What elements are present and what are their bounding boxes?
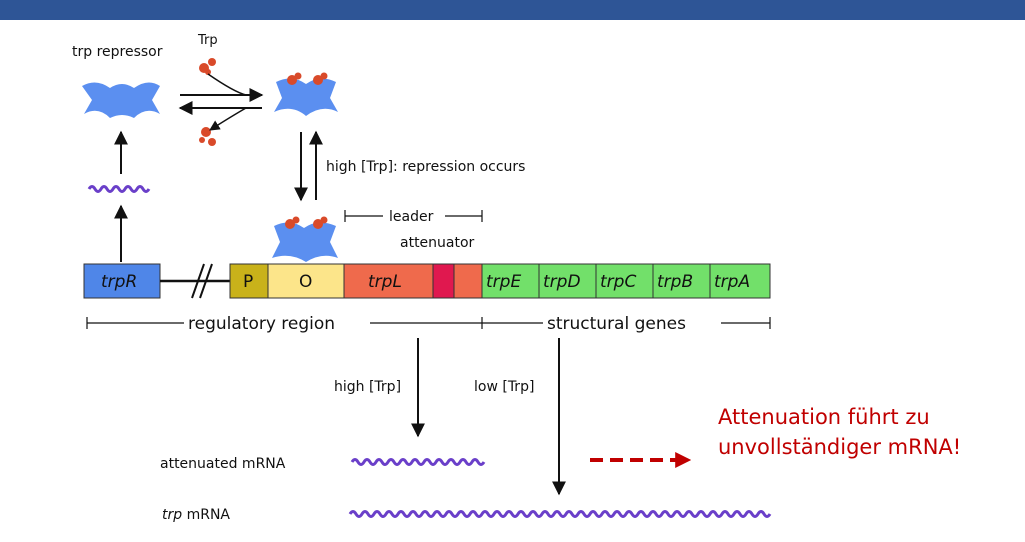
gene-label-trpB: trpB	[657, 272, 693, 292]
trp-molecule-out	[199, 127, 216, 146]
trp-mrna-label-rest: mRNA	[182, 507, 230, 523]
gene-box-trpB	[652, 263, 711, 299]
gene-label-O: O	[299, 272, 312, 292]
gene-box-trpD	[538, 263, 597, 299]
trp-label: Trp	[197, 33, 218, 48]
trp-out-curve	[209, 107, 247, 131]
structural-genes-label: structural genes	[547, 314, 686, 334]
regulatory-region-label: regulatory region	[188, 314, 335, 334]
gene-box-trpR	[83, 263, 161, 299]
trp-mrna-label-italic: trp	[162, 507, 182, 523]
repression-label: high [Trp]: repression occurs	[326, 159, 525, 175]
gene-label-trpC: trpC	[600, 272, 636, 292]
gene-box-P	[229, 263, 269, 299]
gene-label-trpD: trpD	[543, 272, 581, 292]
low-trp-label: low [Trp]	[474, 379, 534, 395]
dna-break-2	[199, 263, 213, 299]
leader-label: leader	[389, 209, 434, 225]
gene-box-O	[267, 263, 345, 299]
gene-label-trpE: trpE	[486, 272, 521, 292]
header-bar	[0, 0, 1025, 20]
note-line-2: unvollständiger mRNA!	[718, 435, 962, 459]
trp-mrna-label: trp mRNA	[162, 507, 230, 523]
attenuator-box	[432, 263, 455, 299]
gene-label-trpR: trpR	[101, 272, 137, 292]
attenuated-mrna-label: attenuated mRNA	[160, 456, 286, 472]
gene-box-trpA	[709, 263, 771, 299]
gene-label-trpL: trpL	[368, 272, 402, 292]
gene-box-trpL	[343, 263, 483, 299]
trp-molecule-in	[199, 58, 216, 75]
trp-mrna-wave	[348, 510, 772, 518]
gene-label-trpA: trpA	[714, 272, 750, 292]
attenuation-note: Attenuation führt zu unvollständiger mRN…	[718, 402, 1018, 462]
trpR-mrna-wave	[87, 185, 151, 193]
gene-label-P: P	[243, 272, 253, 292]
attenuator-label: attenuator	[400, 235, 475, 251]
repressor-on-operator	[272, 216, 338, 262]
trp-repressor-label: trp repressor	[72, 44, 163, 60]
high-trp-label: high [Trp]	[334, 379, 401, 395]
trp-in-curve	[207, 73, 247, 96]
repressor-free-shape	[82, 82, 160, 118]
repressor-bound-top	[274, 72, 338, 116]
gene-box-trpC	[595, 263, 654, 299]
attenuated-mrna-wave	[350, 458, 486, 466]
note-line-1: Attenuation führt zu	[718, 405, 930, 429]
dna-break-1	[191, 263, 205, 299]
